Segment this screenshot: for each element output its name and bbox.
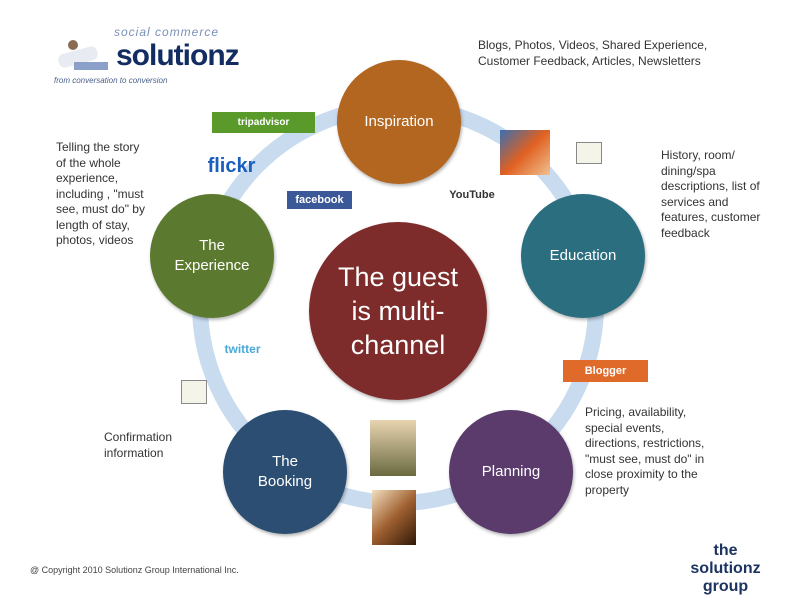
education-note: History, room/ dining/spa descriptions, … [661,148,761,240]
node-experience: The Experience [150,194,274,318]
photo-thumbnail [500,130,550,175]
tripadvisor-logo: tripadvisor [212,112,315,133]
youtube-logo: YouTube [449,189,495,201]
solutionz-group-logo: the solutionz group [690,542,761,595]
node-inspiration: Inspiration [337,60,461,184]
blogger-logo: Blogger [563,360,648,382]
node-booking: The Booking [223,410,347,534]
brand-name: solutionz [116,39,240,72]
booking-note: Confirmation information [104,430,173,460]
photo-thumbnail [372,490,416,545]
brand-tagline-bottom: from conversation to conversion [54,76,168,85]
node-planning: Planning [449,410,573,534]
experience-note: Telling the story of the whole experienc… [56,140,145,247]
brand-logo: social commerce solutionz from conversat… [48,26,248,90]
center-node: The guest is multi-channel [309,222,487,400]
facebook-logo: facebook [287,191,352,209]
copyright-text: @ Copyright 2010 Solutionz Group Interna… [30,565,239,575]
person-icon [54,40,108,76]
brand-tagline-top: social commerce [114,25,220,39]
node-education: Education [521,194,645,318]
inspiration-note: Blogs, Photos, Videos, Shared Experience… [478,38,708,68]
email-icon [181,380,207,404]
twitter-logo: twitter [224,342,261,356]
flickr-logo: flickr [207,155,256,177]
photo-thumbnail [370,420,416,476]
planning-note: Pricing, availability, special events, d… [585,405,705,497]
email-icon [576,142,602,164]
